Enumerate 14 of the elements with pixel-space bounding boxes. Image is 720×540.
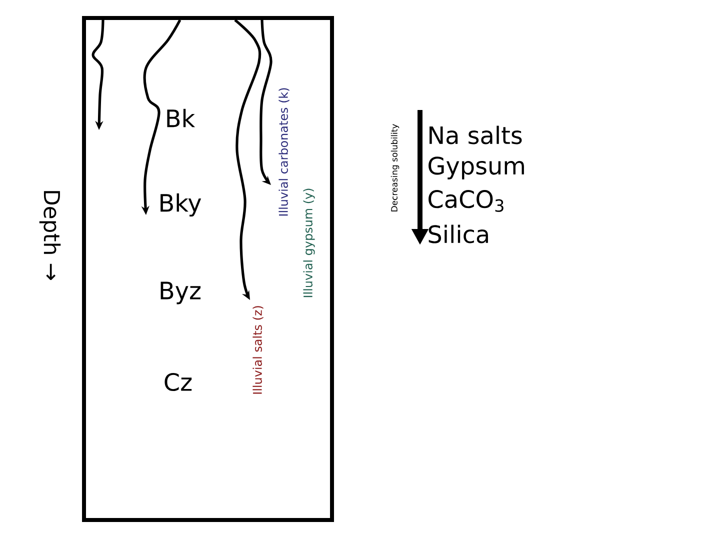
list-item: Gypsum: [428, 156, 524, 180]
horizon-label: Bky: [160, 193, 202, 217]
rotated-label: Illuvial gypsum (y): [303, 188, 315, 298]
list-item: Na salts: [430, 126, 522, 144]
rotated-label: Illuvial salts (z): [252, 306, 264, 394]
list-item: Silica: [428, 224, 488, 244]
axis-label: Depth →: [39, 191, 61, 280]
horizon-label: Bk: [167, 108, 196, 128]
axis-label: Decreasing solubility: [390, 124, 400, 212]
horizon-label: Byz: [160, 282, 201, 304]
soil-profile-box: [82, 16, 334, 522]
rotated-label: Illuvial carbonates (k): [278, 88, 290, 216]
list-item: CaCO$_{3}$: [428, 190, 504, 212]
horizon-label: Cz: [164, 372, 192, 392]
